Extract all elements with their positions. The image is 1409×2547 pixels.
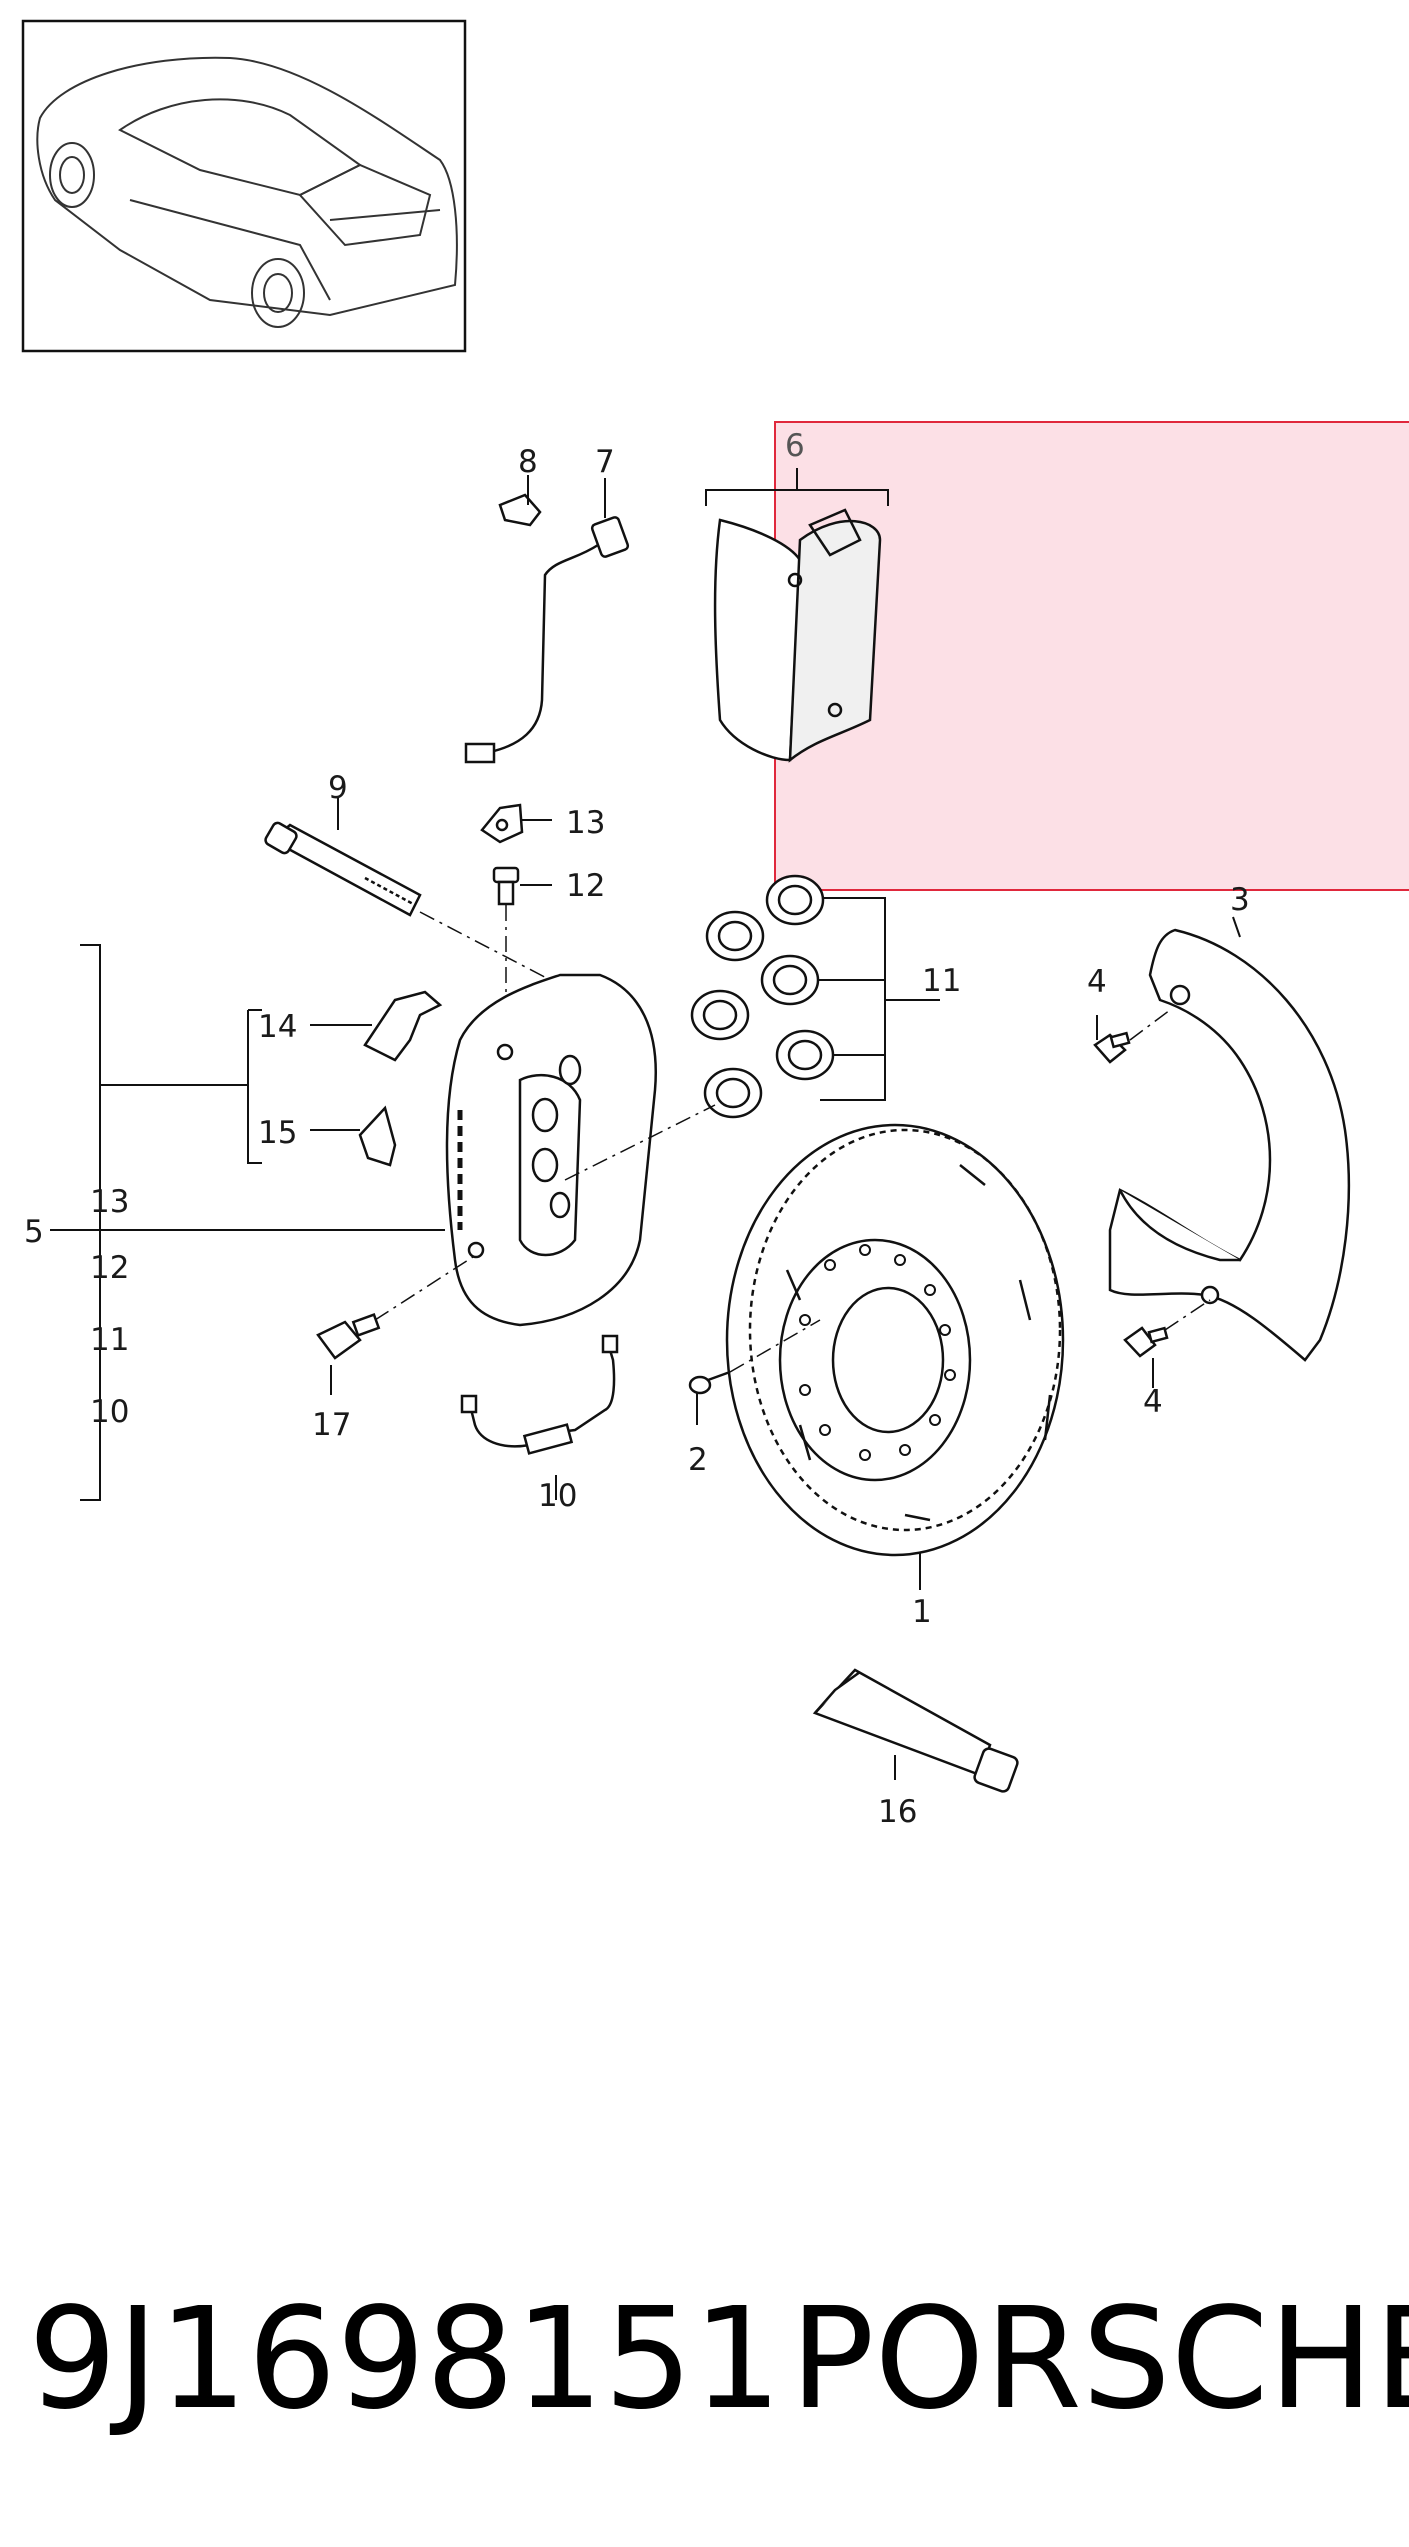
callout-7: 7 [595,444,615,480]
brand-name: PORSCHE [790,2278,1409,2441]
kit-item: 12 [90,1250,129,1286]
callout-9: 9 [328,770,348,806]
axis-line-screw [729,1319,821,1373]
callout-10: 10 [538,1478,577,1514]
callout-2: 2 [688,1442,708,1478]
brake-disc-part-1 [725,1123,1065,1557]
grease-tube-part-16 [812,1668,1019,1793]
bolt-part-4-lower [1123,1326,1169,1358]
axis-line-bolt4 [1129,1009,1171,1041]
part-6-bracket [705,468,889,506]
wear-sensor-part-7 [464,516,630,764]
bolt-part-4-upper [1093,1031,1131,1064]
callout-17: 17 [312,1407,351,1443]
screw-part-2 [688,1370,731,1395]
callout-4-upper: 4 [1087,964,1107,1000]
axis-line-bolt4b [1164,1299,1211,1331]
kit-item: 13 [90,1184,129,1220]
callout-16: 16 [878,1794,917,1830]
callout-8: 8 [518,444,538,480]
kit-item: 10 [90,1394,129,1430]
callout-13: 13 [566,805,605,841]
callout-14: 14 [258,1009,297,1045]
callout-1: 1 [912,1594,932,1630]
dust-shield-part-3 [1108,928,1351,1362]
bleed-valve-part-13 [480,803,524,844]
leader-lines [50,475,1241,1780]
callout-6: 6 [785,428,805,464]
mount-bolt-part-17 [316,1313,381,1360]
axis-line-piston [564,1104,716,1181]
caliper-bolt-part-9 [264,821,422,917]
axis-line-mount [374,1254,477,1321]
highlight-box [774,421,1409,891]
callout-3: 3 [1230,882,1250,918]
retaining-clip-part-15 [358,1105,397,1167]
vehicle-thumbnail [21,19,467,353]
callout-11: 11 [922,963,961,999]
callout-12: 12 [566,868,605,904]
bleed-screw-part-12 [492,866,520,906]
pad-spring-part-14 [363,990,443,1062]
callout-4-lower: 4 [1143,1384,1163,1420]
brake-pads-part-6 [713,508,882,763]
kit-item: 11 [90,1322,129,1358]
callout-15: 15 [258,1115,297,1151]
brake-caliper-part-5 [445,973,657,1327]
axis-line-bolt [419,911,561,986]
brake-hose-part-10 [460,1334,619,1455]
callout-5: 5 [24,1214,44,1250]
pistons-part-11 [690,874,835,1119]
sensor-clip-part-8 [498,493,542,527]
part-number: 9J1698151 [28,2278,782,2441]
